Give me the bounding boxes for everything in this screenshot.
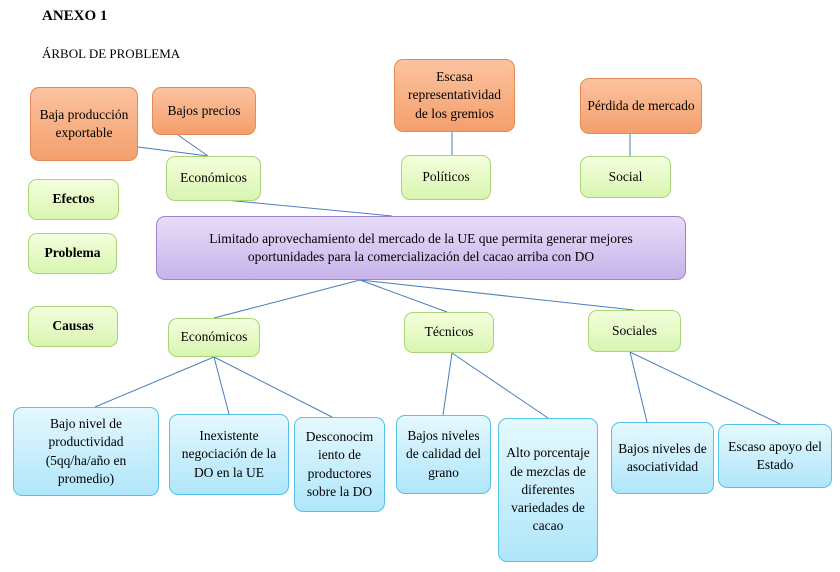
cause-producers-unaware: Desconocim iento de productores sobre la… — [294, 417, 385, 512]
effect-low-prices: Bajos precios — [152, 87, 256, 135]
effect-low-representation: Escasa representatividad de los gremios — [394, 59, 515, 132]
connector — [177, 134, 209, 157]
connector — [359, 279, 448, 313]
connector — [224, 199, 393, 217]
cause-low-productivity: Bajo nivel de productividad (5qq/ha/año … — [13, 407, 159, 496]
cause-group-technical: Técnicos — [404, 312, 494, 353]
connector — [94, 356, 215, 408]
cause-no-do-negotiation: Inexistente negociación de la DO en la U… — [169, 414, 289, 495]
effect-market-loss: Pérdida de mercado — [580, 78, 702, 134]
central-problem: Limitado aprovechamiento del mercado de … — [156, 216, 686, 280]
cause-group-social: Sociales — [588, 310, 681, 352]
row-label-causes: Causas — [28, 306, 118, 347]
connector — [442, 352, 453, 416]
effect-low-exportable-production: Baja producción exportable — [30, 87, 138, 161]
cause-variety-mixing: Alto porcentaje de mezclas de diferentes… — [498, 418, 598, 562]
connector — [629, 351, 781, 425]
connector — [213, 279, 361, 319]
connector — [451, 352, 549, 419]
cause-low-state-support: Escaso apoyo del Estado — [718, 424, 832, 488]
connector — [213, 356, 333, 418]
annex-heading: ANEXO 1 — [42, 8, 108, 24]
connector — [213, 356, 230, 415]
effect-group-economic: Económicos — [166, 156, 261, 201]
page-title: ÁRBOL DE PROBLEMA — [42, 46, 181, 61]
cause-group-economic: Económicos — [168, 318, 260, 357]
effect-group-political: Políticos — [401, 155, 491, 200]
row-label-problem: Problema — [28, 233, 117, 274]
cause-low-associativity: Bajos niveles de asociatividad — [611, 422, 714, 494]
connector — [359, 279, 635, 311]
connector — [137, 146, 209, 157]
cause-low-grain-quality: Bajos niveles de calidad del grano — [396, 415, 491, 494]
row-label-effects: Efectos — [28, 179, 119, 220]
effect-group-social: Social — [580, 156, 671, 198]
connector — [629, 351, 648, 423]
